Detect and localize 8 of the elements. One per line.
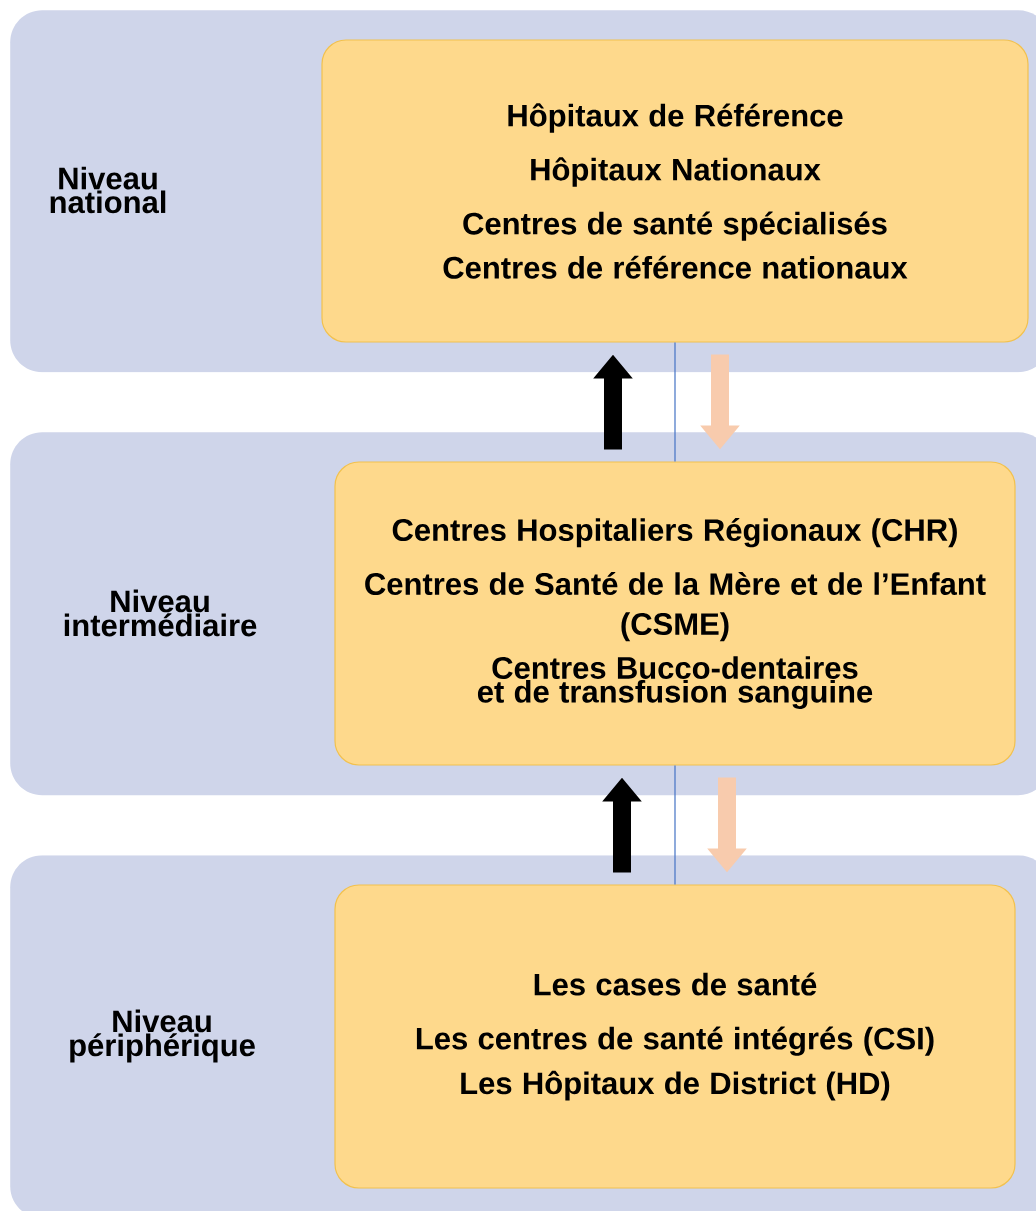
facility-box: Hôpitaux de Référence Hôpitaux Nationaux Centres de santé spécialisés Centres de référence nationaux <box>321 39 1029 343</box>
level-label: Niveau périphérique <box>70 1009 255 1063</box>
facility-box: Centres Hospitaliers Régionaux (CHR) Centres de Santé de la Mère et de l’Enfant (CSME) Centres Bucco-dentaires et de transfusion sanguine <box>334 461 1016 766</box>
facility-box: Les cases de santé Les centres de santé intégrés (CSI) Les Hôpitaux de District (HD) <box>334 884 1016 1189</box>
connector-line <box>674 765 676 885</box>
connector-line <box>674 342 676 462</box>
level-label: Niveau intermédiaire <box>64 589 257 637</box>
level-label: Niveau national <box>50 166 166 214</box>
